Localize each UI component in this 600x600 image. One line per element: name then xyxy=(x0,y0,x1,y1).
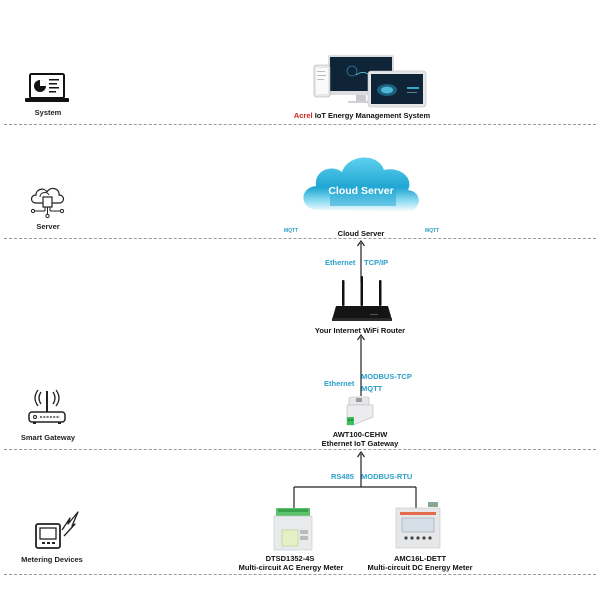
cloud-server-caption: Cloud Server xyxy=(337,229,385,238)
gateway-proto-right-1: MODBUS-TCP xyxy=(361,372,412,381)
bus-proto-left: RS485 xyxy=(331,472,354,481)
layer-label-smart-gateway: Smart Gateway xyxy=(20,433,76,442)
layer-label-server: Server xyxy=(36,222,60,231)
separator-metering xyxy=(4,574,596,575)
router-proto-left: Ethernet xyxy=(325,258,356,267)
rs485-bus-lines xyxy=(290,451,440,511)
meter-1-model: DTSD1352-4S xyxy=(265,554,315,563)
gateway-desc: Ethernet IoT Gateway xyxy=(321,439,399,448)
wifi-router-graphic xyxy=(330,276,394,322)
meter-lightning-icon xyxy=(34,510,82,550)
layer-label-system: System xyxy=(34,108,62,117)
laptop-chart-icon xyxy=(24,72,70,106)
iot-gateway-graphic xyxy=(343,395,377,427)
meter-1-desc: Multi-circuit AC Energy Meter xyxy=(238,563,344,572)
mqtt-right-label: MQTT xyxy=(425,228,440,234)
bus-proto-right: MODBUS-RTU xyxy=(361,472,413,481)
system-devices-illustration xyxy=(312,53,430,109)
cloud-badge-label: Cloud Server xyxy=(328,185,394,197)
separator-server xyxy=(4,238,596,239)
brand-name: Acrel xyxy=(293,111,313,120)
ac-energy-meter-graphic xyxy=(272,508,318,552)
separator-system xyxy=(4,124,596,125)
gateway-proto-right-2: MQTT xyxy=(361,384,383,393)
layer-label-metering-devices: Metering Devices xyxy=(21,555,83,564)
separator-gateway xyxy=(4,449,596,450)
meter-2-model: AMC16L-DETT xyxy=(393,554,447,563)
mqtt-left-label: MQTT xyxy=(284,228,299,234)
gateway-proto-left: Ethernet xyxy=(324,379,355,388)
router-proto-right: TCP/IP xyxy=(364,258,389,267)
system-title-text: IoT Energy Management System xyxy=(312,111,431,120)
router-caption: Your Internet WiFi Router xyxy=(314,326,406,335)
router-antenna-icon xyxy=(26,388,68,428)
gateway-model: AWT100-CEHW xyxy=(332,430,388,439)
system-title: Acrel IoT Energy Management System xyxy=(282,111,442,120)
meter-2-desc: Multi-circuit DC Energy Meter xyxy=(367,563,473,572)
dc-energy-meter-graphic xyxy=(392,502,444,550)
cloud-network-icon xyxy=(28,183,68,219)
arrow-router-to-cloud xyxy=(356,240,366,282)
cloud-server-graphic xyxy=(296,148,426,228)
arrow-gateway-to-router xyxy=(356,334,366,396)
